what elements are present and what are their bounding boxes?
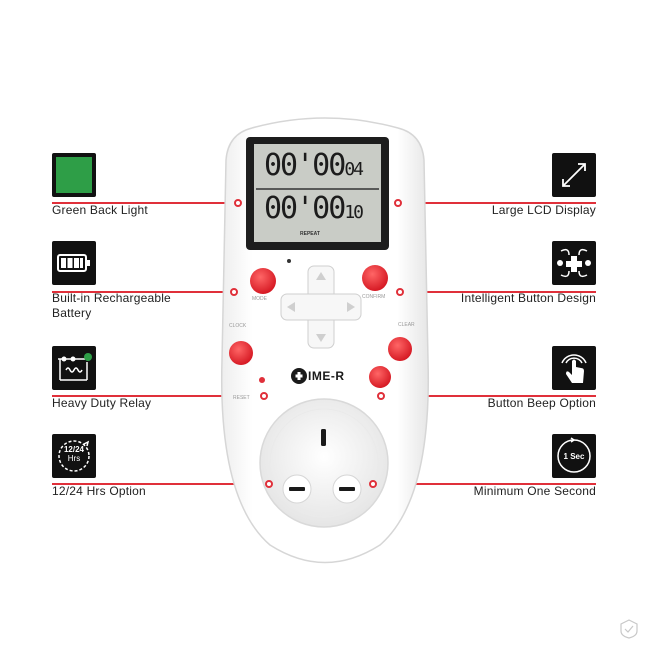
feature-label: Built-in Rechargeable Battery <box>52 291 171 320</box>
icon-text-top: 12/24 <box>63 445 85 454</box>
green-square-icon <box>52 153 96 197</box>
leader-dot <box>230 288 238 296</box>
leader-dot <box>265 480 273 488</box>
feature-label: Green Back Light <box>52 203 148 217</box>
clear-button[interactable] <box>388 337 412 361</box>
brand-name: IME-R <box>308 369 345 383</box>
clock-button-label: CLOCK <box>229 323 247 329</box>
dpad[interactable] <box>280 265 362 349</box>
feature-lcd-display: Large LCD Display <box>396 153 596 218</box>
feature-button-design: Intelligent Button Design <box>396 241 596 306</box>
icon-text-bottom: Hrs <box>67 454 81 463</box>
watermark-icon <box>620 619 638 639</box>
leader-line <box>52 395 262 397</box>
feature-label: Large LCD Display <box>491 203 596 217</box>
feature-battery: Built-in Rechargeable Battery <box>52 241 252 321</box>
leader-line <box>52 291 232 293</box>
clock-button[interactable] <box>229 341 253 365</box>
dpad-right-icon <box>347 302 355 312</box>
feature-label: Minimum One Second <box>473 484 596 498</box>
lcd-screen <box>254 144 381 242</box>
leader-dot <box>396 288 404 296</box>
leader-line <box>403 202 596 204</box>
mode-button[interactable] <box>250 268 276 294</box>
touch-hand-icon <box>552 346 596 390</box>
feature-green-back-light: Green Back Light <box>52 153 252 218</box>
one-second-icon: 1 Sec <box>552 434 596 478</box>
feature-label: Button Beep Option <box>487 396 596 410</box>
leader-line <box>376 483 596 485</box>
leader-dot <box>234 199 242 207</box>
battery-icon <box>52 241 96 285</box>
feature-label: Heavy Duty Relay <box>52 396 152 410</box>
reset-button-label: RESET <box>233 395 250 401</box>
feature-one-second: 1 Sec Minimum One Second <box>396 434 596 499</box>
socket-slot-right <box>339 487 355 491</box>
socket-slot-left <box>289 487 305 491</box>
power-socket <box>259 398 389 528</box>
lcd-repeat-label: REPEAT <box>300 231 320 237</box>
leader-line <box>404 291 596 293</box>
reset-button[interactable] <box>369 366 391 388</box>
relay-icon <box>52 346 96 390</box>
dpad-down-icon <box>316 334 326 342</box>
feature-12-24-hrs: 12/24 Hrs 12/24 Hrs Option <box>52 434 252 499</box>
icon-text: 1 Sec <box>563 451 585 461</box>
dpad-left-icon <box>287 302 295 312</box>
leader-dot <box>394 199 402 207</box>
lcd-line1: 00'0004 <box>264 148 364 183</box>
leader-dot <box>369 480 377 488</box>
clock-12-24-icon: 12/24 Hrs <box>52 434 96 478</box>
clear-button-label: CLEAR <box>398 322 415 328</box>
feature-button-beep: Button Beep Option <box>396 346 596 411</box>
feature-label: Intelligent Button Design <box>460 291 596 305</box>
socket-earth-slot <box>321 429 326 446</box>
lcd-line2: 00'0010 <box>264 191 364 226</box>
confirm-button-label: CONFIRM <box>362 294 386 300</box>
leader-line <box>52 483 266 485</box>
leader-line <box>384 395 596 397</box>
leader-dot <box>377 392 385 400</box>
gamepad-icon <box>552 241 596 285</box>
dpad-up-icon <box>316 272 326 280</box>
leader-line <box>52 202 236 204</box>
mode-button-label: MODE <box>252 296 267 302</box>
feature-label: 12/24 Hrs Option <box>52 484 146 498</box>
confirm-button[interactable] <box>362 265 388 291</box>
indicator-led <box>259 377 265 383</box>
diagonal-arrow-icon <box>552 153 596 197</box>
feature-relay: Heavy Duty Relay <box>52 346 252 411</box>
leader-dot <box>260 392 268 400</box>
